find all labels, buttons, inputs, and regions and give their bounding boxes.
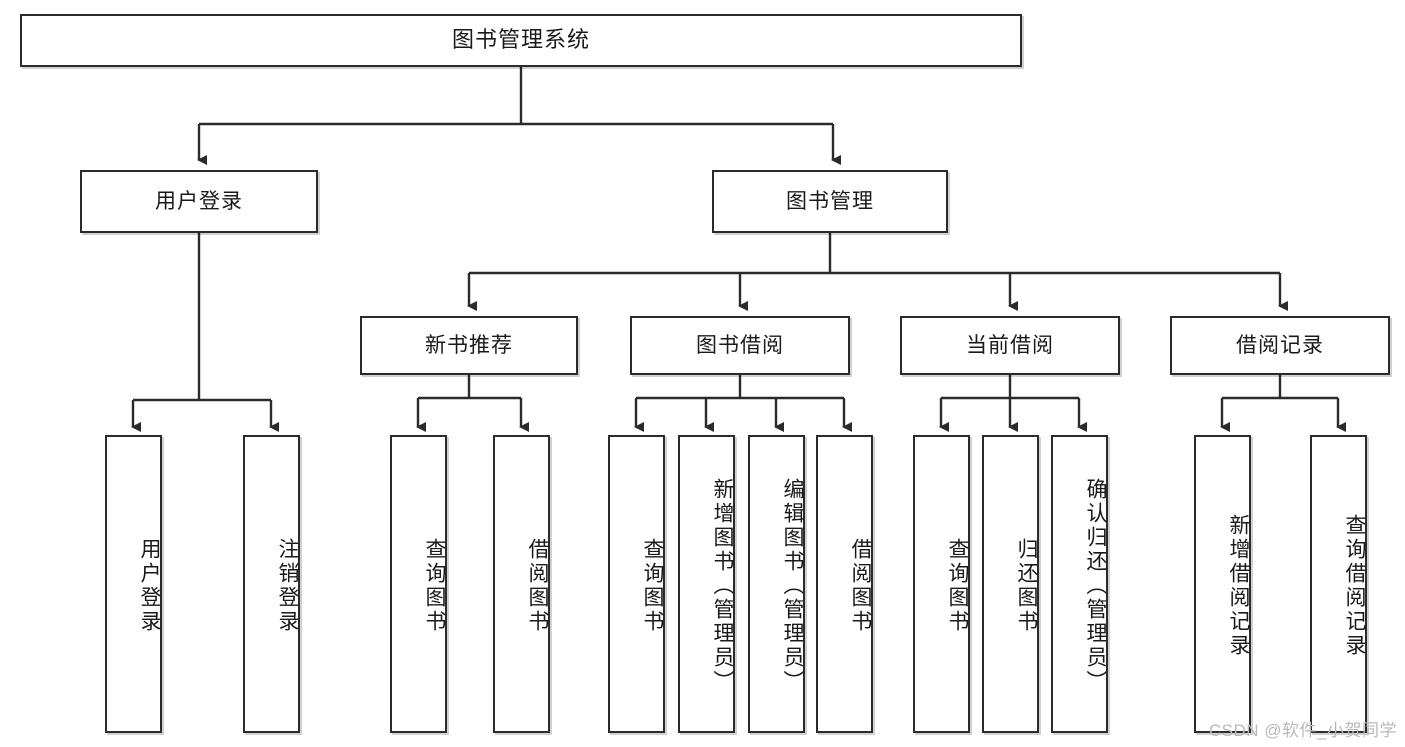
node-label: 查询图书 — [946, 538, 969, 634]
node-user-login[interactable]: 用户登录 — [80, 170, 318, 233]
node-label: 用户登录 — [138, 538, 161, 634]
leaf-user-login-signin[interactable]: 用户登录 — [105, 435, 162, 733]
node-label: 用户登录 — [155, 189, 243, 213]
leaf-borrow-edit-book[interactable]: 编辑图书（管理员） — [748, 435, 805, 733]
leaf-new-books-borrow[interactable]: 借阅图书 — [493, 435, 550, 733]
node-current-borrow[interactable]: 当前借阅 — [900, 316, 1120, 375]
node-label: 图书管理 — [786, 189, 874, 213]
leaf-current-return-book[interactable]: 归还图书 — [982, 435, 1039, 733]
leaf-records-add-record[interactable]: 新增借阅记录 — [1194, 435, 1251, 733]
node-label: 新增图书（管理员） — [711, 478, 734, 694]
leaf-borrow-borrow-book[interactable]: 借阅图书 — [816, 435, 873, 733]
leaf-records-query-record[interactable]: 查询借阅记录 — [1310, 435, 1367, 733]
node-label: 新书推荐 — [425, 333, 513, 357]
node-label: 确认归还（管理员） — [1084, 478, 1107, 694]
node-label: 编辑图书（管理员） — [781, 478, 804, 694]
node-label: 图书借阅 — [696, 333, 784, 357]
csdn-watermark: CSDN @软件_小贺同学 — [1208, 721, 1397, 740]
node-label: 注销登录 — [276, 538, 299, 634]
node-label: 图书管理系统 — [451, 27, 590, 53]
node-label: 新增借阅记录 — [1227, 514, 1250, 658]
node-borrow-records[interactable]: 借阅记录 — [1170, 316, 1390, 375]
leaf-current-confirm-return[interactable]: 确认归还（管理员） — [1051, 435, 1108, 733]
node-label: 查询图书 — [423, 538, 446, 634]
leaf-borrow-query-book[interactable]: 查询图书 — [608, 435, 665, 733]
leaf-current-query-book[interactable]: 查询图书 — [913, 435, 970, 733]
node-label: 归还图书 — [1015, 538, 1038, 634]
node-label: 借阅图书 — [849, 538, 872, 634]
node-book-borrow[interactable]: 图书借阅 — [630, 316, 850, 375]
node-root-system[interactable]: 图书管理系统 — [20, 14, 1022, 67]
node-label: 借阅记录 — [1236, 333, 1324, 357]
node-new-book-recommend[interactable]: 新书推荐 — [360, 316, 578, 375]
leaf-user-login-signout[interactable]: 注销登录 — [243, 435, 300, 733]
node-label: 当前借阅 — [966, 333, 1054, 357]
node-label: 借阅图书 — [526, 538, 549, 634]
node-book-management[interactable]: 图书管理 — [712, 170, 948, 233]
leaf-new-books-query[interactable]: 查询图书 — [390, 435, 447, 733]
node-label: 查询图书 — [641, 538, 664, 634]
leaf-borrow-add-book[interactable]: 新增图书（管理员） — [678, 435, 735, 733]
node-label: 查询借阅记录 — [1343, 514, 1366, 658]
